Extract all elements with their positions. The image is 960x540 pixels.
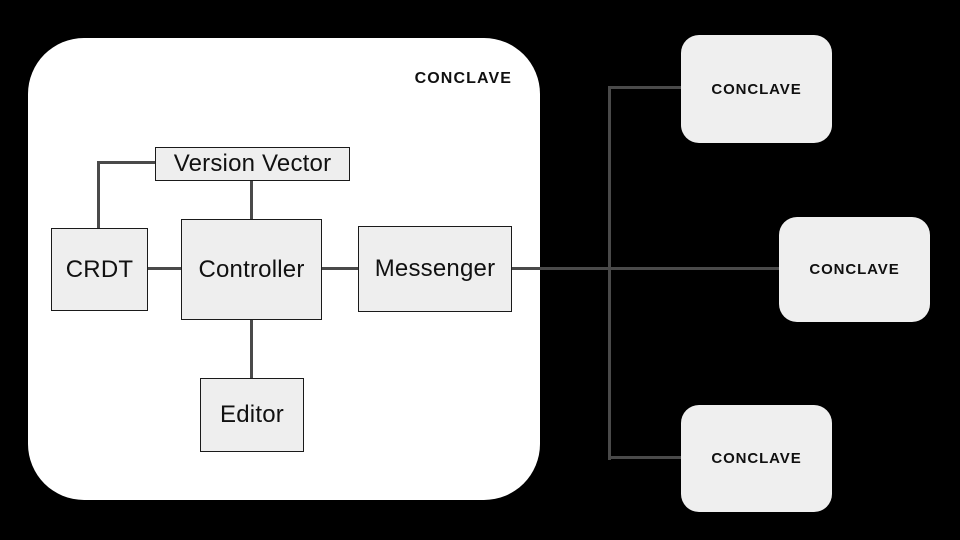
module-box-editor[interactable]: Editor: [200, 378, 304, 452]
module-box-version-vector[interactable]: Version Vector: [155, 147, 350, 181]
module-box-crdt[interactable]: CRDT: [51, 228, 148, 311]
connector-version-vector-to-crdt-horizontal: [97, 161, 157, 164]
local-instance-title: CONCLAVE: [414, 70, 512, 87]
module-box-messenger[interactable]: Messenger: [358, 226, 512, 312]
connector-trunk-to-peer-top: [608, 86, 683, 89]
connector-trunk-to-peer-bottom: [608, 456, 683, 459]
peer-card-top[interactable]: CONCLAVE: [681, 35, 832, 143]
peer-card-middle[interactable]: CONCLAVE: [779, 217, 930, 322]
module-box-controller[interactable]: Controller: [181, 219, 322, 320]
connector-controller-to-editor: [250, 318, 253, 380]
peer-card-bottom[interactable]: CONCLAVE: [681, 405, 832, 512]
connector-crdt-to-controller: [146, 267, 183, 270]
connector-version-vector-to-crdt-vertical: [97, 161, 100, 231]
connector-version-vector-to-controller: [250, 179, 253, 221]
connector-messenger-to-peer-middle: [510, 267, 781, 270]
connector-peer-mesh-trunk: [608, 88, 611, 460]
connector-controller-to-messenger: [320, 267, 360, 270]
